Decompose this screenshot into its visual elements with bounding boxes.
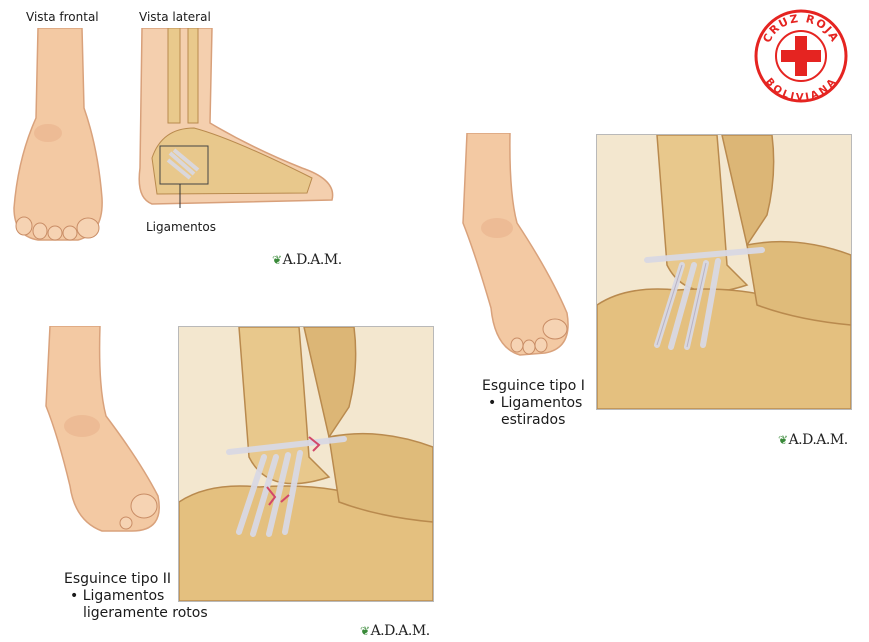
leaf-icon: ❦ [272, 253, 282, 267]
foot-lateral-illustration [132, 28, 337, 208]
leaf-icon: ❦ [778, 433, 788, 447]
label-vista-lateral: Vista lateral [139, 10, 211, 24]
adam-text-type1: A.D.A.M. [789, 432, 848, 448]
label-vista-frontal: Vista frontal [26, 10, 99, 24]
leaf-icon: ❦ [360, 624, 370, 638]
adam-logo-type2: ❦A.D.A.M. [360, 623, 430, 639]
foot-type2-illustration [40, 326, 170, 536]
type2-bullet: • Ligamentos [70, 588, 208, 605]
type1-title: Esguince tipo I [482, 378, 585, 395]
foot-front-illustration [8, 28, 108, 243]
foot-type1-illustration [455, 133, 575, 358]
type1-bullet: • Ligamentos [488, 395, 585, 412]
type2-bullet-cont: ligeramente rotos [83, 605, 208, 622]
ankle-detail-type1 [596, 134, 852, 410]
adam-text-top: A.D.A.M. [283, 252, 342, 268]
type1-bullet-cont: estirados [501, 412, 585, 429]
cruz-roja-logo: CRUZ ROJA BOLIVIANA [753, 8, 849, 104]
adam-logo-top: ❦A.D.A.M. [272, 252, 342, 268]
caption-type1: Esguince tipo I • Ligamentos estirados [482, 378, 585, 429]
caption-type2: Esguince tipo II • Ligamentos ligerament… [64, 571, 208, 622]
adam-text-type2: A.D.A.M. [371, 623, 430, 639]
red-cross-emblem: CRUZ ROJA BOLIVIANA [753, 8, 849, 104]
label-ligamentos: Ligamentos [146, 220, 216, 234]
ankle-detail-type2 [178, 326, 434, 602]
type2-title: Esguince tipo II [64, 571, 208, 588]
adam-logo-type1: ❦A.D.A.M. [778, 432, 848, 448]
